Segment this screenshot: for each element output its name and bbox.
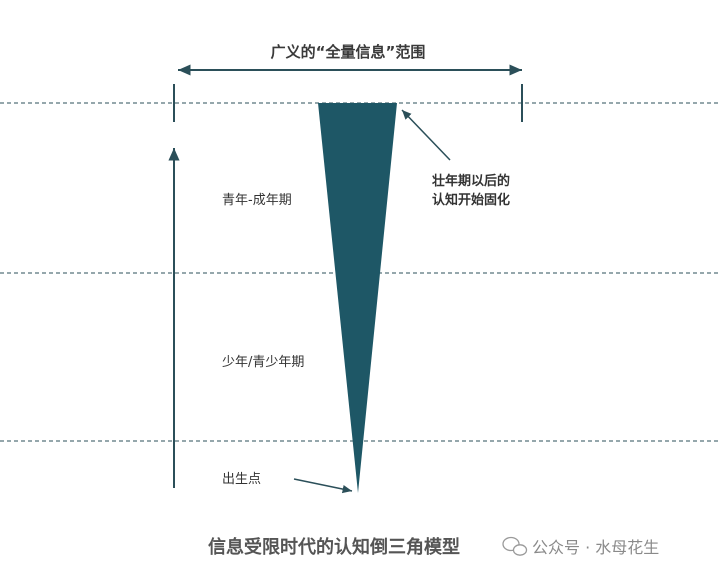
cognition-solidify-annotation-line1: 壮年期以后的 bbox=[432, 173, 510, 189]
watermark-text: 公众号 · 水母花生 bbox=[532, 538, 659, 557]
birth-point-arrow bbox=[293, 478, 353, 494]
inverted-cognition-triangle bbox=[318, 103, 397, 493]
wechat-watermark: 公众号 · 水母花生 bbox=[502, 536, 659, 557]
diagram-caption: 信息受限时代的认知倒三角模型 bbox=[208, 536, 460, 558]
annotation-arrow bbox=[401, 109, 451, 161]
wechat-icon bbox=[502, 536, 528, 556]
youth-adult-label: 青年-成年期 bbox=[222, 193, 292, 208]
teen-label: 少年/青少年期 bbox=[222, 355, 304, 370]
full-information-range-label: 广义的“全量信息”范围 bbox=[271, 43, 426, 61]
cognition-solidify-annotation-line2: 认知开始固化 bbox=[432, 192, 510, 208]
birth-point-label: 出生点 bbox=[222, 472, 261, 487]
